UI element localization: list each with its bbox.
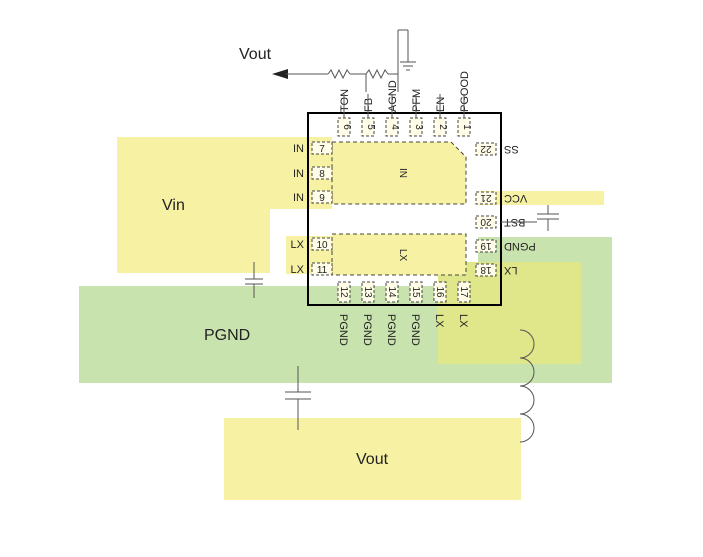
pin-name-22: SS	[504, 143, 519, 155]
pin-number-20: 20	[480, 216, 492, 227]
pin-name-5: FB	[363, 98, 375, 112]
pin-name-21: VCC	[504, 192, 527, 204]
pin-name-10: LX	[291, 239, 305, 251]
pin-pad-18	[475, 263, 497, 277]
pin-number-19: 19	[480, 240, 492, 251]
vout-copper	[224, 418, 521, 500]
pin-number-15: 15	[410, 286, 421, 298]
pin-number-5: 5	[365, 124, 376, 130]
pin-name-12: PGND	[337, 314, 349, 346]
lx-exposed-pad	[331, 233, 467, 276]
pin-pad-8	[311, 166, 333, 180]
pin-name-6: TON	[339, 89, 351, 112]
pin-number-11: 11	[317, 265, 328, 276]
pin-pad-9	[311, 190, 333, 204]
vin-copper-step	[230, 209, 270, 273]
pin-pad-22	[475, 142, 497, 156]
pin-pad-20	[475, 215, 497, 229]
pin-number-4: 4	[389, 124, 400, 130]
pin-number-6: 6	[341, 124, 352, 130]
inductor	[519, 329, 535, 443]
in-pad-label: IN	[397, 168, 408, 178]
pin-number-13: 13	[362, 286, 373, 298]
pin-name-14: PGND	[385, 314, 397, 346]
lx-pad-label: LX	[397, 249, 408, 262]
pin-number-8: 8	[319, 169, 325, 180]
pin-name-9: IN	[293, 192, 304, 204]
lx-copper-right	[438, 262, 581, 364]
pin-pad-21	[475, 191, 497, 205]
vin-label: Vin	[162, 197, 185, 214]
vout-top-label: Vout	[239, 46, 272, 63]
vout-bottom-label: Vout	[356, 451, 389, 468]
pin-name-13: PGND	[361, 314, 373, 346]
pin-number-12: 12	[338, 286, 349, 298]
pin-name-4: AGND	[387, 80, 399, 112]
pin-name-19: PGND	[504, 240, 536, 252]
pin-name-11: LX	[291, 264, 305, 276]
pin-number-22: 22	[480, 143, 492, 154]
pin-pad-19	[475, 239, 497, 253]
pin-number-18: 18	[480, 264, 492, 275]
vout-arrow	[272, 69, 288, 79]
pin-name-16: LX	[433, 314, 445, 328]
pin-pad-17	[457, 281, 471, 303]
pin-number-10: 10	[316, 240, 328, 251]
pin-name-8: IN	[293, 168, 304, 180]
pin-pad-16	[433, 281, 447, 303]
pin-pad-13	[361, 281, 375, 303]
pin-name-18: LX	[503, 264, 517, 276]
pin-number-2: 2	[437, 124, 448, 130]
pin-pad-7	[311, 141, 333, 155]
resistor-2	[365, 68, 389, 80]
pin-pad-11	[311, 262, 333, 276]
pin-pad-14	[385, 281, 399, 303]
resistor-1	[327, 68, 351, 80]
pin-number-14: 14	[386, 286, 397, 298]
ic-outline	[307, 112, 502, 306]
pin-name-2: EN	[435, 97, 447, 112]
pgnd-label: PGND	[204, 327, 250, 344]
pin-name-17: LX	[457, 314, 469, 328]
pin-pad-12	[337, 281, 351, 303]
vin-copper	[117, 137, 230, 273]
pin-number-3: 3	[413, 124, 424, 130]
vcc-trace	[478, 191, 604, 205]
pin-name-3: PFM	[411, 89, 423, 112]
pin-name-7: IN	[293, 143, 304, 155]
pin-number-21: 21	[480, 192, 492, 203]
pin-number-9: 9	[319, 193, 325, 204]
pin-pad-10	[311, 237, 333, 251]
pin-number-17: 17	[458, 286, 469, 298]
pin-number-7: 7	[319, 144, 325, 155]
top-pin-row: 6 TON 5 FB 4 AGND 3 PFM 2 EN 1 PGOOD	[337, 71, 472, 137]
pin-pad-15	[409, 281, 423, 303]
pin-number-16: 16	[434, 286, 445, 298]
pin-number-1: 1	[461, 124, 472, 130]
pin-name-15: PGND	[409, 314, 421, 346]
pin-name-1: PGOOD	[459, 71, 471, 112]
